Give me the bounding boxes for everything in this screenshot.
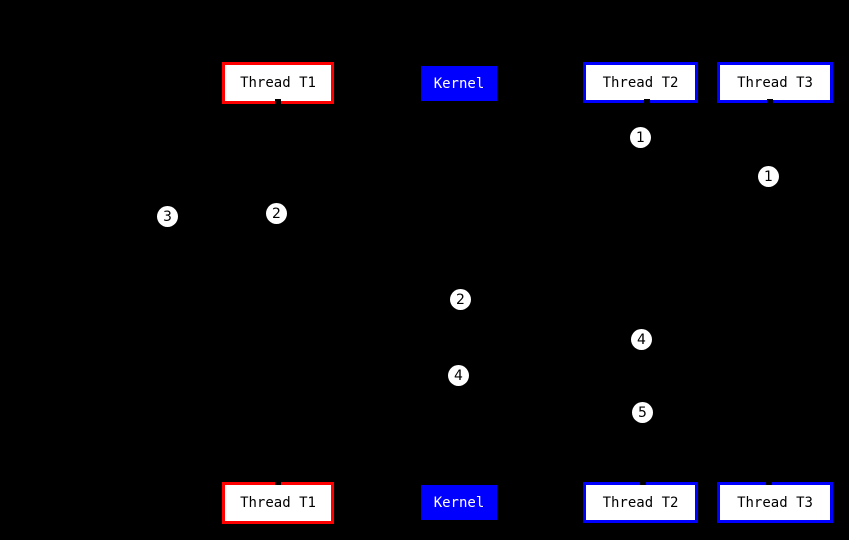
node-kernel-top: Kernel (421, 66, 497, 101)
node-label: Thread T2 (602, 74, 679, 91)
node-thread-t3-top: Thread T3 (717, 62, 833, 103)
event-marker-step-4-kernel: 4 (448, 365, 469, 386)
edge-stub (275, 480, 281, 485)
marker-number: 4 (637, 331, 646, 348)
event-marker-step-2-left: 2 (266, 203, 287, 224)
node-thread-t2-top: Thread T2 (583, 62, 698, 103)
event-marker-step-1-t3: 1 (758, 166, 779, 187)
marker-number: 2 (272, 205, 281, 222)
edge-stub (767, 99, 773, 103)
node-thread-t1-top: Thread T1 (222, 62, 334, 104)
node-label: Thread T1 (240, 75, 316, 91)
marker-number: 1 (636, 129, 645, 146)
edge-stub (275, 99, 281, 104)
event-marker-step-1-t2: 1 (630, 127, 651, 148)
marker-number: 4 (454, 367, 463, 384)
marker-number: 2 (456, 291, 465, 308)
marker-number: 1 (764, 168, 773, 185)
edge-stub (640, 480, 646, 485)
node-thread-t1-bottom: Thread T1 (222, 482, 334, 524)
marker-number: 3 (163, 208, 172, 225)
event-marker-step-3: 3 (157, 206, 178, 227)
edge-stub (644, 99, 650, 103)
event-marker-step-2-kernel: 2 (450, 289, 471, 310)
node-label: Thread T3 (737, 74, 813, 91)
event-marker-step-4-t2: 4 (631, 329, 652, 350)
event-marker-step-5: 5 (632, 402, 653, 423)
node-label: Thread T3 (737, 494, 813, 511)
node-kernel-bottom: Kernel (421, 485, 497, 520)
node-label: Thread T1 (240, 495, 316, 511)
node-label: Thread T2 (602, 494, 679, 511)
node-label: Kernel (433, 494, 485, 511)
node-label: Kernel (433, 75, 485, 92)
edge-stub (766, 480, 772, 485)
node-thread-t3-bottom: Thread T3 (717, 482, 833, 523)
node-thread-t2-bottom: Thread T2 (583, 482, 698, 523)
marker-number: 5 (638, 404, 647, 421)
